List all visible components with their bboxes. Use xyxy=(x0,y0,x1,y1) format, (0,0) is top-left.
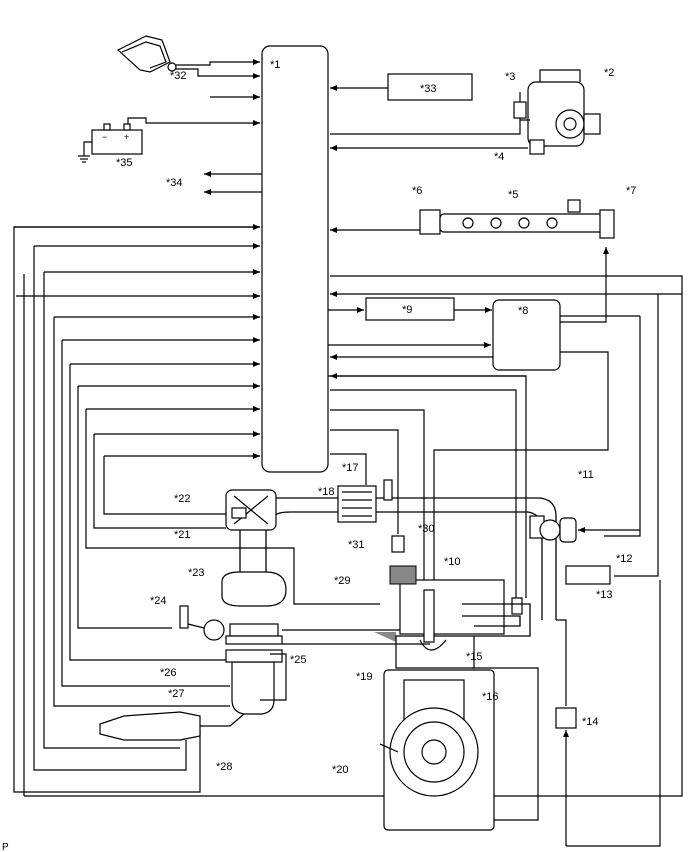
suction-valve-label: *3 xyxy=(505,71,515,83)
edu-box xyxy=(492,299,561,371)
battery-icon: − + xyxy=(78,123,143,163)
boost-sensor-label: *24 xyxy=(150,595,167,607)
svg-text:−: − xyxy=(102,132,107,142)
fuel-pressure-label: *6 xyxy=(412,185,422,197)
discharge-valve-label: *7 xyxy=(626,185,636,197)
box-33-label: *33 xyxy=(420,83,437,95)
vsv-label: *12 xyxy=(616,553,633,565)
air-cleaner-label: *22 xyxy=(174,493,191,505)
vacuum-sensor-label: *30 xyxy=(418,523,435,535)
common-rail-icon xyxy=(419,199,615,239)
turbo-icon xyxy=(221,571,287,645)
battery-label: *35 xyxy=(116,157,133,169)
maf-sensor-label: *21 xyxy=(174,529,191,541)
ecm-box xyxy=(261,45,329,473)
exhaust-sensor-2-label: *28 xyxy=(216,761,233,773)
fuel-temp-label: *4 xyxy=(494,151,504,163)
vsv-icon xyxy=(565,565,611,585)
accelerator-pedal-icon xyxy=(116,35,177,73)
oxygen-sensor-label: *26 xyxy=(160,667,177,679)
ecm-label: *1 xyxy=(270,59,280,71)
injector-icon xyxy=(423,589,435,643)
supply-pump-label: *2 xyxy=(604,67,614,79)
relay-box xyxy=(365,297,455,321)
box-14 xyxy=(555,707,577,729)
corner-mark: P xyxy=(2,842,9,852)
egr-valve-label: *13 xyxy=(596,589,613,601)
throttle-body-icon xyxy=(529,515,577,543)
injector-label: *10 xyxy=(444,556,461,568)
accel-pedal-label: *32 xyxy=(170,70,187,82)
box-33 xyxy=(387,73,473,101)
supply-pump-icon xyxy=(513,69,601,155)
map-sensor-icon xyxy=(383,479,393,501)
relay-label: *9 xyxy=(402,304,412,316)
map-sensor-label: *17 xyxy=(342,462,359,474)
coolant-sensor-label: *16 xyxy=(482,691,499,703)
common-rail-label: *5 xyxy=(508,189,518,201)
svg-text:+: + xyxy=(124,132,129,142)
vacuum-sensor-icon xyxy=(391,535,405,553)
turbo-label: *23 xyxy=(188,567,205,579)
egr-cooler-icon xyxy=(389,565,417,585)
glow-plug-label: *19 xyxy=(356,671,373,683)
air-cleaner-icon xyxy=(225,489,277,531)
dpf-sensor-label: *27 xyxy=(168,688,185,700)
exhaust-temp-label: *25 xyxy=(290,654,307,666)
edu-label: *8 xyxy=(518,305,528,317)
outputs-label: *34 xyxy=(166,177,183,189)
throttle-body-label: *11 xyxy=(578,469,594,481)
cylinder-head-label: *15 xyxy=(466,651,483,663)
intercooler-label: *18 xyxy=(318,486,335,498)
egr-valve-icon xyxy=(511,597,523,615)
egr-cooler-label: *31 xyxy=(348,539,365,551)
crank-sensor-label: *20 xyxy=(332,764,349,776)
engine-block-icon xyxy=(383,579,505,831)
catalyst-icon xyxy=(225,649,287,715)
boost-sensor-icon xyxy=(179,605,225,641)
box-14-label: *14 xyxy=(582,716,599,728)
intake-sensor-label: *29 xyxy=(334,575,351,587)
muffler-icon xyxy=(99,711,245,741)
